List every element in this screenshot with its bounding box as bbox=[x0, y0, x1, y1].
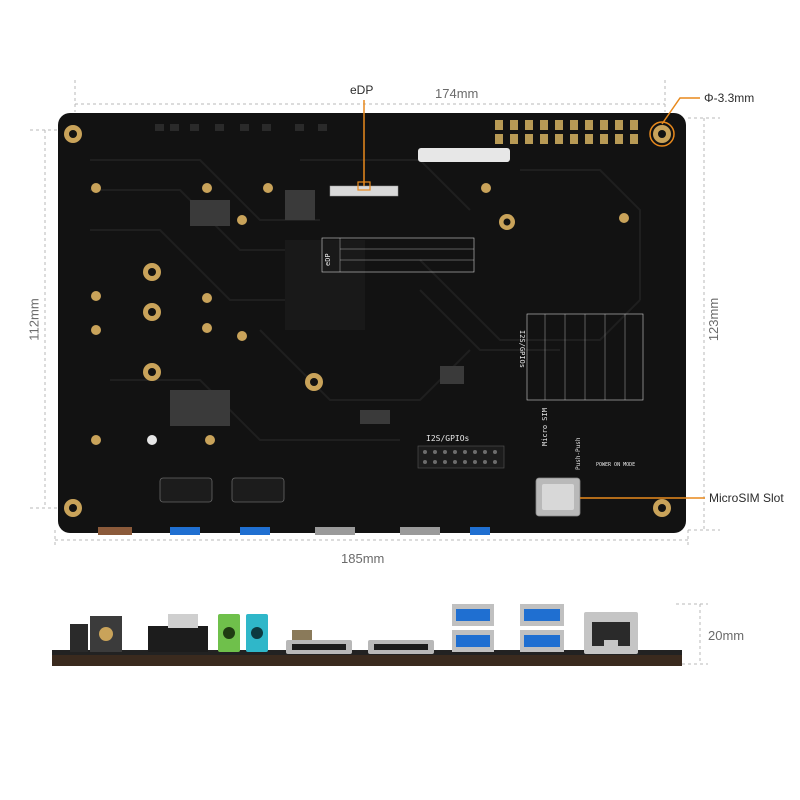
bottom-connector-1 bbox=[159, 477, 213, 503]
soc-pad-area bbox=[285, 240, 365, 330]
board-top-view bbox=[58, 113, 686, 535]
silk-i2s-gpio: I2S/GPIOs bbox=[426, 434, 470, 443]
i2s-gpio-header-pins bbox=[423, 450, 497, 464]
edp-pin-table-grid bbox=[339, 238, 474, 272]
microsim-slot-inner bbox=[542, 484, 574, 510]
side-dc-jack bbox=[70, 624, 88, 652]
callout-hole-diameter: Φ-3.3mm bbox=[704, 91, 755, 105]
passive-components bbox=[170, 190, 464, 426]
silk-edp: eDP bbox=[324, 253, 332, 266]
board-side-view bbox=[52, 603, 708, 666]
edp-connector bbox=[329, 185, 399, 197]
silk-micro-sim: Micro SIM bbox=[541, 408, 549, 446]
callout-microsim: MicroSIM Slot bbox=[709, 491, 784, 505]
bottom-connector-2 bbox=[231, 477, 285, 503]
right-dimension-line bbox=[688, 117, 720, 531]
hole-callout-ring bbox=[649, 121, 675, 147]
edp-callout-marker bbox=[357, 181, 371, 191]
side-usb-stack-2 bbox=[520, 604, 564, 652]
left-dimension-line bbox=[30, 129, 60, 509]
hole-callout-line bbox=[661, 97, 700, 125]
silk-push-push: Push-Push bbox=[575, 437, 582, 470]
mounting-holes bbox=[64, 125, 671, 517]
dimension-bottom-width: 185mm bbox=[341, 551, 385, 566]
dimension-left-height: 112mm bbox=[26, 298, 42, 341]
silk-i2s-gpio-side: I2S/GPIOs bbox=[518, 330, 526, 368]
i2s-gpio-table-grid bbox=[544, 314, 626, 400]
small-gold-pads bbox=[91, 183, 629, 445]
white-test-pad bbox=[147, 435, 157, 445]
bottom-dimension-line bbox=[54, 530, 689, 548]
dimension-right-height: 123mm bbox=[706, 297, 722, 342]
dimension-top-width: 174mm bbox=[435, 86, 479, 101]
edp-pin-table bbox=[321, 237, 475, 273]
top-dimension-line bbox=[74, 80, 666, 112]
label-sticker bbox=[418, 148, 510, 162]
top-left-pads bbox=[155, 124, 327, 131]
side-pin-header bbox=[292, 630, 312, 642]
callout-edp: eDP bbox=[350, 83, 374, 97]
side-display-port bbox=[148, 626, 208, 652]
standoff-rings bbox=[143, 214, 515, 391]
i2s-gpio-header bbox=[417, 445, 505, 469]
bottom-edge-connectors bbox=[98, 527, 490, 535]
dimension-side-height: 20mm bbox=[708, 628, 745, 643]
side-usb-stack-1 bbox=[452, 604, 494, 652]
top-right-header bbox=[495, 120, 638, 144]
silk-power-on-mode: POWER ON MODE bbox=[596, 462, 635, 468]
